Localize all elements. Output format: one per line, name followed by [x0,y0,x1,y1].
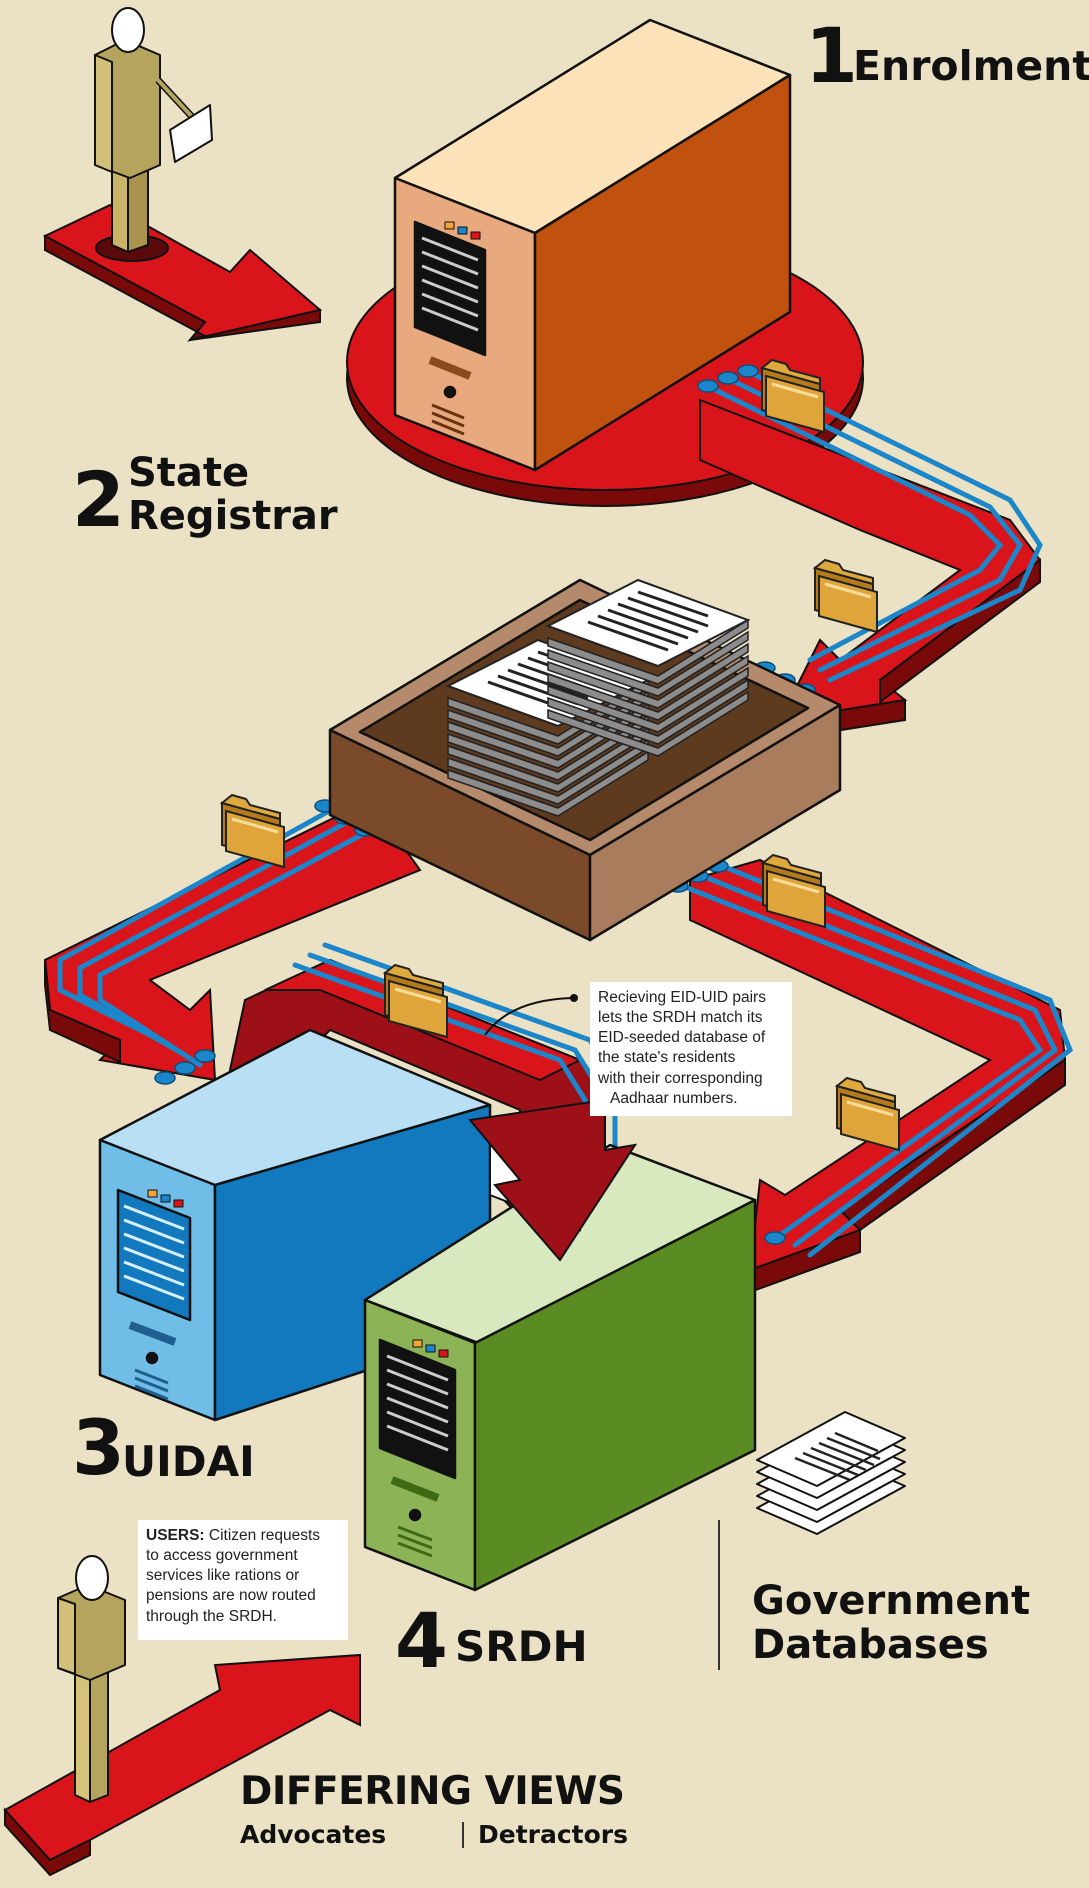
folder-icon [813,558,879,634]
enrolment-server-icon [393,18,792,472]
views-divider [462,1822,464,1848]
bridge-arrow-front [468,1098,638,1262]
step-2-label-line2: Registrar [128,493,338,539]
srdh-note-line: lets the SRDH match its [598,1009,763,1027]
users-note-line: to access government [146,1547,298,1565]
government-databases-label-line1: Government [752,1578,1031,1624]
users-note-line: through the SRDH. [146,1607,277,1625]
srdh-note-line: the state's residents [598,1049,736,1067]
srdh-info-note: Recieving EID-UID pairs lets the SRDH ma… [590,982,792,1116]
government-databases-label-line2: Databases [752,1622,989,1668]
srdh-note-line: Aadhaar numbers. [610,1089,738,1107]
step-3-label: UIDAI [122,1437,255,1486]
detractors-label: Detractors [478,1820,629,1849]
srdh-note-line: with their corresponding [598,1069,763,1087]
srdh-note-line: EID-seeded database of [598,1029,766,1047]
step-2-number: 2 [72,455,125,544]
step-2-label-line1: State [128,450,250,496]
users-note-line: pensions are now routed [146,1587,316,1605]
step-4-label: SRDH [455,1622,588,1671]
differing-views-title: DIFFERING VIEWS [240,1769,625,1814]
enrolment-person-icon [94,7,213,262]
arrow-enrolment-in [42,203,323,342]
user-person-icon [57,1555,126,1803]
divider-line [718,1520,720,1670]
arrow-users [3,1653,361,1877]
step-3-number: 3 [72,1403,125,1492]
folder-icon [220,793,286,869]
users-note-line: services like rations or [146,1567,300,1585]
step-1-number: 1 [805,11,858,100]
folder-icon [835,1076,901,1152]
government-databases-icon [756,1411,906,1535]
users-info-note: USERS: Citizen requests to access govern… [138,1520,348,1640]
users-note-lead: USERS: [146,1527,205,1544]
advocates-label: Advocates [240,1820,387,1849]
users-note-line: Citizen requests [208,1527,321,1544]
srdh-note-line: Recieving EID-UID pairs [598,989,766,1006]
step-4-number: 4 [395,1596,448,1685]
step-1-label: Enrolment [853,42,1089,90]
callout-pointer [484,997,573,1036]
